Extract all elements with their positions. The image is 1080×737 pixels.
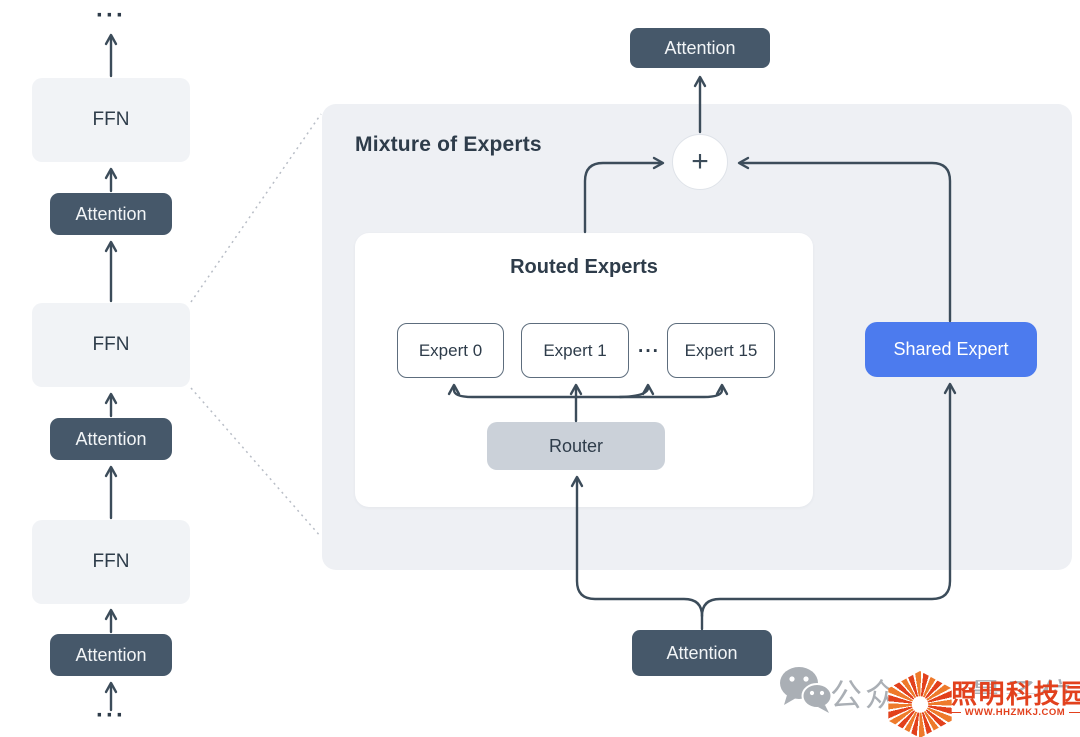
shared-expert-box: Shared Expert — [865, 322, 1037, 377]
stack-ellipsis-top: ··· — [96, 2, 126, 29]
brand-url-text: WWW.HHZMKJ.COM — [964, 707, 1066, 718]
router-box: Router — [487, 422, 665, 470]
moe-panel-title: Mixture of Experts — [355, 133, 542, 156]
attention-block-3: Attention — [50, 634, 172, 676]
stack-ellipsis-bottom: ··· — [96, 702, 126, 729]
attention-block-2: Attention — [50, 418, 172, 460]
ffn-block-3: FFN — [32, 520, 190, 604]
ffn-block-2: FFN — [32, 303, 190, 387]
url-rule-left — [947, 712, 961, 713]
attention-top-box: Attention — [630, 28, 770, 68]
url-rule-right — [1069, 712, 1080, 713]
sum-plus-node: + — [672, 134, 728, 190]
attention-bottom-box: Attention — [632, 630, 772, 676]
zoom-guide-top — [190, 113, 322, 303]
routed-experts-title: Routed Experts — [510, 256, 658, 278]
attention-block-1: Attention — [50, 193, 172, 235]
brand-name-text: 照明科技园 — [951, 679, 1080, 709]
brand-url-row: WWW.HHZMKJ.COM — [947, 707, 1080, 718]
wechat-icon — [780, 667, 833, 713]
experts-ellipsis: ··· — [638, 341, 660, 362]
expert-15-box: Expert 15 — [667, 323, 775, 378]
expert-1-box: Expert 1 — [521, 323, 629, 378]
ffn-block-1: FFN — [32, 78, 190, 162]
zoom-guide-bottom — [190, 387, 322, 538]
expert-0-box: Expert 0 — [397, 323, 504, 378]
